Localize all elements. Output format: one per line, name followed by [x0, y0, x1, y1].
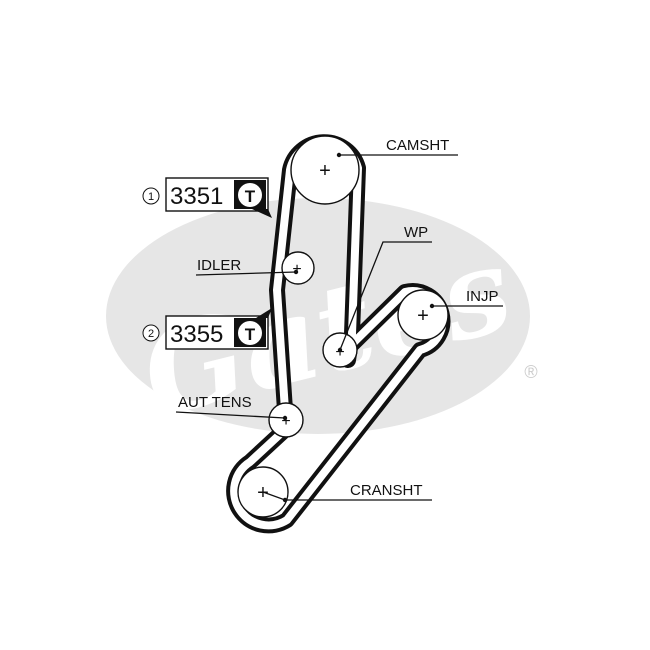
crankshaft-center-mark: + — [257, 482, 269, 504]
leader-idler — [195, 271, 297, 276]
callout-pointer-2 — [256, 308, 272, 318]
watermark-ellipse — [106, 198, 530, 434]
label-camshaft: CAMSHT — [386, 137, 449, 154]
label-auto-tensioner: AUT TENS — [178, 394, 252, 411]
part-index-1: 1 — [148, 191, 154, 203]
belt-type-icon-1: T — [245, 187, 256, 206]
leader-auto-tensioner — [175, 411, 286, 419]
part-number-2: 3355 — [170, 321, 223, 348]
label-water-pump: WP — [404, 224, 428, 241]
water-pump-center-mark: + — [335, 344, 344, 361]
injection-pump-center-mark: + — [417, 305, 429, 327]
pulley-auto-tensioner: + — [268, 402, 304, 438]
pulley-camshaft: + — [290, 135, 360, 205]
callout-pointer-1 — [252, 209, 272, 218]
label-injection-pump: INJP — [466, 288, 499, 305]
pulley-injection-pump: + — [397, 289, 449, 341]
part-callout-1: 1 3351 T — [142, 177, 272, 218]
belt-type-icon-bg-2 — [238, 321, 262, 345]
idler-center-mark: + — [292, 261, 301, 278]
part-index-circle-1 — [142, 187, 160, 205]
part-index-circle-2 — [142, 324, 160, 342]
part-callout-2: 2 3355 T — [142, 308, 272, 350]
belt-type-icon-2: T — [245, 325, 256, 344]
auto-tensioner-center-mark: + — [281, 413, 290, 430]
leader-water-pump — [339, 241, 432, 351]
part-number-1: 3351 — [170, 183, 223, 210]
pulley-idler: + — [281, 251, 315, 285]
camshaft-center-mark: + — [319, 160, 331, 182]
label-crankshaft: CRANSHT — [350, 482, 423, 499]
leader-dots — [282, 152, 435, 503]
belt-type-icon-bg-1 — [238, 183, 262, 207]
part-index-2: 2 — [148, 328, 154, 340]
label-idler: IDLER — [197, 257, 241, 274]
registered-mark: ® — [524, 362, 537, 382]
